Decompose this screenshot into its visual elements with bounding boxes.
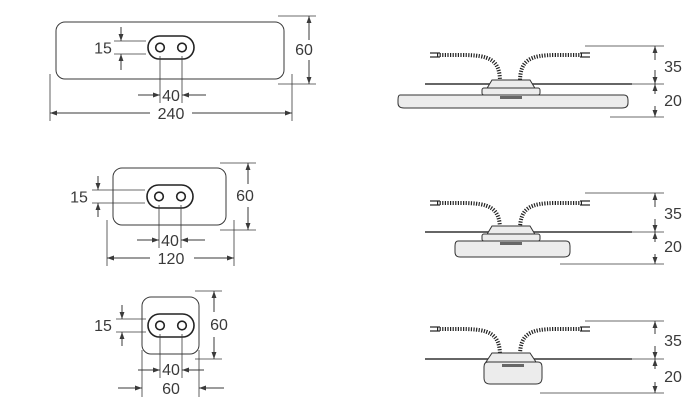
heater-plate <box>454 240 571 258</box>
side-base-label-small: 20 <box>664 369 682 386</box>
terminal-hole-left <box>154 320 166 331</box>
side-base-label-large: 20 <box>664 93 682 110</box>
height-label-small: 60 <box>210 317 228 334</box>
plan-view-small <box>116 290 224 397</box>
terminal-hole-left <box>153 191 165 202</box>
spacing-label-medium: 40 <box>161 233 179 250</box>
width-label-large: 240 <box>158 106 185 123</box>
terminal-hole-left <box>154 42 166 53</box>
terminal-hub <box>485 352 537 363</box>
slot-height-label-medium: 15 <box>70 190 88 207</box>
plan-view-large <box>49 15 316 121</box>
side-view-large <box>397 45 664 118</box>
cable-right <box>518 201 582 231</box>
spacing-label-large: 40 <box>162 88 180 105</box>
terminal-hole-right <box>175 191 187 202</box>
width-label-medium: 120 <box>158 251 185 268</box>
terminal-slot <box>146 184 194 209</box>
height-label-large: 60 <box>295 42 313 59</box>
terminal-slot <box>147 35 195 60</box>
plan-view-medium <box>92 162 256 266</box>
spacing-label-small: 40 <box>162 362 180 379</box>
side-height-label-small: 35 <box>664 333 682 350</box>
side-height-label-medium: 35 <box>664 206 682 223</box>
slot-height-label-small: 15 <box>94 318 112 335</box>
terminal-slot <box>147 313 195 338</box>
heater-plate <box>483 361 543 385</box>
cable-right <box>518 327 582 357</box>
heater-plate <box>397 94 629 109</box>
side-view-small <box>425 320 664 394</box>
slot-height-label-large: 15 <box>94 41 112 58</box>
terminal-hole-right <box>176 42 188 53</box>
width-label-small: 60 <box>162 381 180 398</box>
cable-left <box>437 327 502 357</box>
side-view-medium <box>425 192 664 265</box>
cable-left <box>437 53 502 83</box>
cable-right <box>518 53 582 83</box>
cable-left <box>437 201 502 231</box>
side-height-label-large: 35 <box>664 59 682 76</box>
terminal-hole-right <box>176 320 188 331</box>
side-base-label-medium: 20 <box>664 239 682 256</box>
height-label-medium: 60 <box>236 188 254 205</box>
